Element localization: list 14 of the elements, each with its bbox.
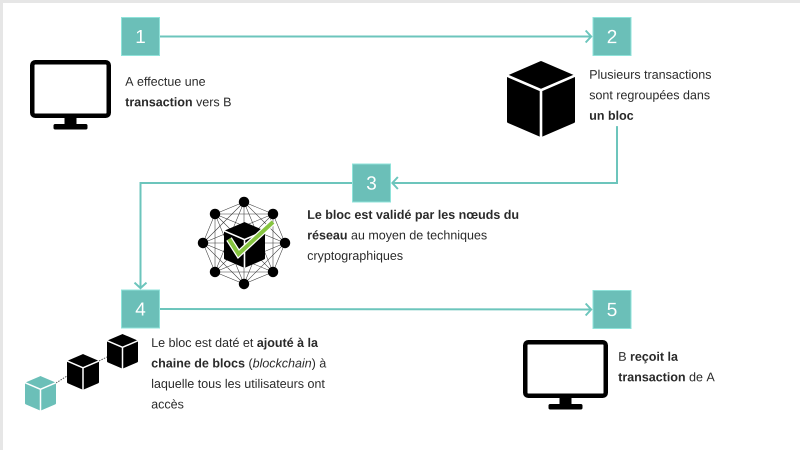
number-box: 3 [352,164,391,202]
description-text: B reçoit la transaction de A [618,352,715,382]
number-box: 5 [592,290,632,329]
number-box: 1 [121,17,160,56]
arrow [391,126,618,190]
description-text: Le bloc est daté et ajouté à la chaine de blocs (blockchain) à laquelle tous les utilisateurs ont accès [152,338,326,409]
description-text: A effectue une transaction vers B [125,76,231,106]
number-box: 4 [121,290,160,328]
arrow [160,302,592,316]
number-box: 2 [592,17,632,56]
description-text: Plusieurs transactions sont regroupées dans un bloc [590,70,711,120]
description-text: Le bloc est validé par les nœuds du réseau au moyen de techniques cryptographiques [308,210,518,262]
arrow [160,30,592,44]
arrow [134,182,352,290]
